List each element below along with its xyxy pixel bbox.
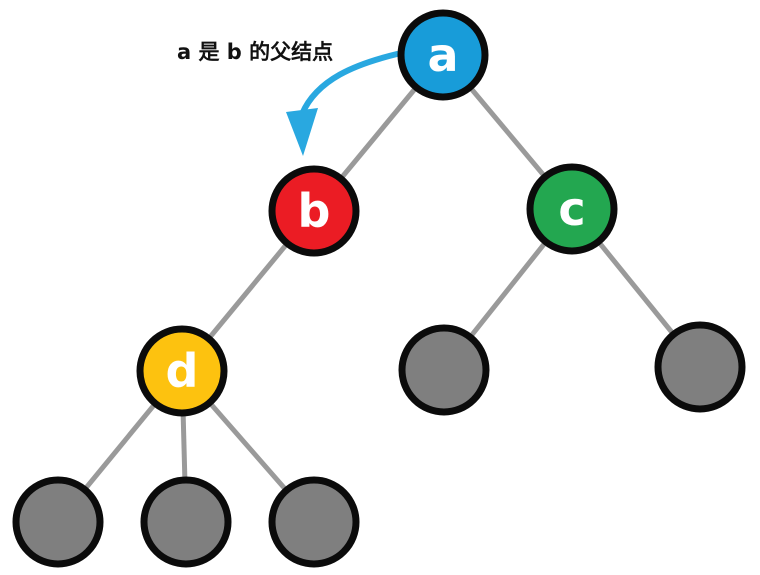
node-c-circle [526, 163, 618, 255]
node-placeholder-c-left [398, 324, 490, 416]
parent-arrow [286, 51, 400, 156]
node-a: a [397, 9, 489, 101]
node-a-circle [397, 9, 489, 101]
node-d-label: d [166, 344, 199, 398]
node-placeholder-d-middle [140, 476, 232, 568]
node-c: c [526, 163, 618, 255]
node-placeholder-d-right [268, 476, 360, 568]
node-placeholder-d-left [12, 476, 104, 568]
parent-arrow-head [286, 108, 318, 156]
node-b-circle [268, 165, 360, 257]
placeholder-nodes [12, 321, 746, 568]
node-a-label: a [427, 28, 458, 82]
tree-edges [56, 53, 702, 524]
node-b-label: b [298, 184, 331, 238]
node-c-label: c [558, 182, 585, 236]
parent-arrow-shaft [299, 51, 400, 117]
node-d: d [136, 325, 228, 417]
node-b: b [268, 165, 360, 257]
annotation-label: a 是 b 的父结点 [177, 40, 333, 64]
node-placeholder-c-right [654, 321, 746, 413]
node-d-circle [136, 325, 228, 417]
